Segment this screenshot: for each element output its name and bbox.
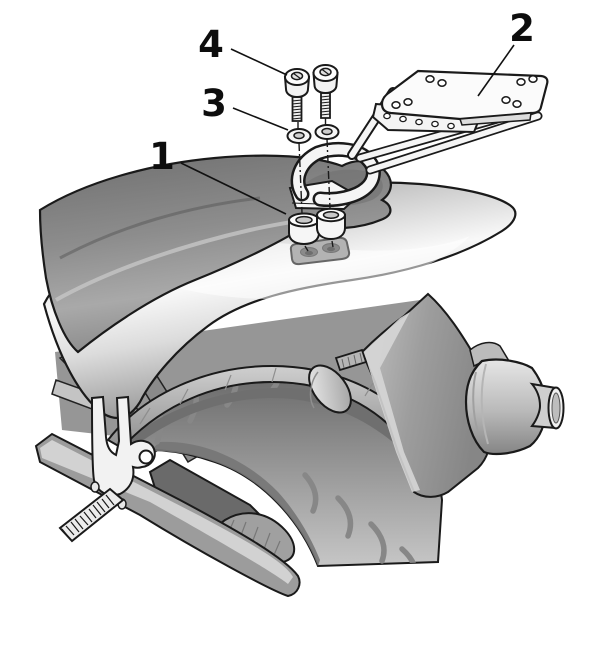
- seat-dip-line: [59, 196, 261, 260]
- bolt-left: [283, 68, 311, 122]
- washer-left: [286, 128, 312, 144]
- spacer-right: [316, 207, 346, 241]
- undertail-panel: [360, 292, 492, 498]
- label-part-2: 2: [509, 7, 535, 50]
- leader-line-1: [180, 162, 287, 215]
- fender-hatch: [139, 367, 374, 425]
- turn-signal-body: [308, 364, 352, 414]
- leader-line-4: [230, 48, 288, 76]
- strap-ribs: [61, 494, 115, 540]
- assembly-center-lines: [297, 118, 334, 252]
- leader-line-3: [232, 107, 289, 131]
- bracket-ring: [138, 449, 154, 465]
- panel-edge-highlight: [364, 312, 420, 492]
- exhaust-tip-bore: [551, 392, 561, 424]
- rack-assembly: [288, 69, 549, 211]
- bracket-peg-left: [90, 481, 100, 493]
- spacer-left: [288, 212, 320, 246]
- turn-signal-stem-hatch: [341, 352, 363, 369]
- washer-right-hole: [321, 127, 333, 136]
- washer-left-hole: [293, 131, 305, 140]
- label-part-1: 1: [149, 135, 175, 178]
- rack-plate-holes: [391, 75, 538, 109]
- tire-inner-shadow: [148, 441, 320, 566]
- leader-line-2: [477, 44, 515, 97]
- bolt-left-threads: [291, 99, 303, 120]
- strap-bracket: [58, 395, 156, 543]
- rack-plate: [380, 69, 549, 126]
- label-part-3: 3: [201, 82, 227, 125]
- leader-lines: [180, 44, 515, 215]
- label-part-4: 4: [198, 23, 224, 66]
- turn-signal: [308, 348, 368, 414]
- spacer-right-bore: [322, 211, 340, 219]
- ribbed-strap: [58, 487, 125, 543]
- washer-right: [314, 124, 340, 140]
- muffler-can: [464, 358, 548, 456]
- rack-plate-edge: [458, 112, 532, 126]
- spacer-left-bore: [295, 215, 313, 225]
- mounting-hole-left-center: [305, 250, 313, 256]
- bolt-right: [312, 64, 339, 119]
- muffler-shading: [472, 363, 489, 445]
- mounting-hole-right-center: [327, 246, 335, 252]
- bolt-right-threads: [320, 95, 331, 116]
- exhaust-muffler: [464, 341, 565, 456]
- turn-signal-edge: [309, 371, 319, 409]
